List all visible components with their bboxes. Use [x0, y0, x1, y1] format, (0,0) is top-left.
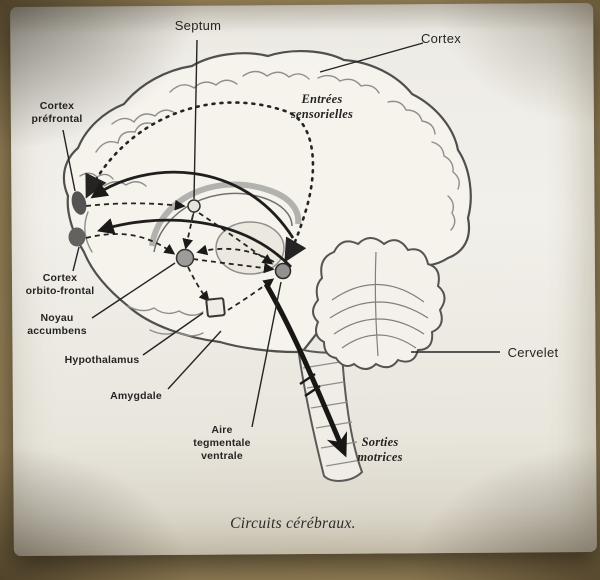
- orbitofrontal-cortex-node: [68, 227, 86, 247]
- leader-amygdale: [167, 330, 222, 390]
- figure-caption: Circuits cérébraux.: [230, 515, 356, 532]
- vta-node: [274, 262, 292, 280]
- nucleus-accumbens-node: [175, 248, 195, 268]
- hypothalamus-node: [205, 297, 226, 318]
- label-noyau-accumbens: Noyau accumbens: [27, 312, 87, 338]
- label-entrees-sensorielles: Entrées sensorielles: [290, 92, 354, 121]
- label-sorties-motrices: Sorties motrices: [357, 435, 403, 464]
- leader-orbitofrontal: [72, 246, 80, 272]
- label-aire-tegmentale-ventrale: Aire tegmentale ventrale: [193, 424, 251, 463]
- label-hypothalamus: Hypothalamus: [64, 354, 140, 366]
- label-septum: Septum: [174, 18, 222, 33]
- label-cortex-orbito-frontal: Cortex orbito-frontal: [25, 272, 95, 298]
- label-amygdale: Amygdale: [110, 390, 162, 402]
- label-cortex: Cortex: [420, 31, 462, 46]
- label-cortex-prefrontal: Cortex préfrontal: [31, 100, 83, 126]
- label-cervelet: Cervelet: [507, 345, 559, 360]
- septum-node: [187, 199, 201, 213]
- cerebellum: [312, 237, 446, 370]
